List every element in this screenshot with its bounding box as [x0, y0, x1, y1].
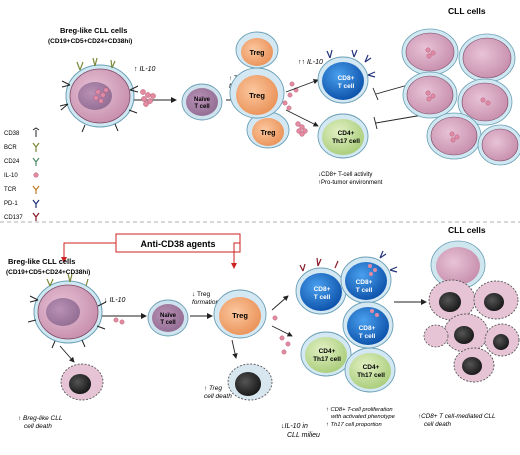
bottom-il10-label: ↓ IL-10 — [104, 297, 126, 304]
bottom-breg-cll-cell — [27, 273, 107, 349]
bottom-cd8-cell-a — [295, 257, 347, 315]
il10-milieu-2: CLL milieu — [287, 432, 320, 439]
bottom-cll-title: CLL cells — [448, 225, 486, 235]
bottom-cd4-cell-b — [344, 347, 396, 393]
bottom-cd8-b-label-2: T cell — [356, 287, 373, 294]
top-treg-label-a: Treg — [250, 50, 265, 57]
bottom-cd4-b-label-2: Th17 cell — [357, 372, 385, 379]
bottom-cd4-a-label-2: Th17 cell — [313, 356, 341, 363]
legend-cd137-label: CD137 — [4, 215, 23, 221]
cd38-icon — [32, 127, 40, 137]
top-up-il10-label: ↑↑ IL-10 — [298, 59, 323, 66]
il10-icon — [33, 172, 39, 178]
bottom-cd8-b-label-1: CD8+ — [356, 279, 373, 286]
cd24-icon — [32, 157, 40, 166]
bottom-breg-title: Breg-like CLL cells — [8, 257, 75, 266]
top-naive-label-1: Naïve — [194, 97, 211, 103]
top-cd4-th17-cell — [317, 113, 369, 159]
cll-death-1: ↑CD8+ T cell-mediated CLL — [418, 413, 496, 420]
bottom-arrow-to-cd8 — [271, 295, 289, 311]
top-cll-title: CLL cells — [448, 6, 486, 16]
prolif-3: ↑ Th17 cell proportion — [326, 422, 382, 428]
top-effect-2: ↑Pro-tumor environment — [318, 180, 383, 186]
top-effect-1: ↓CD8+ T-cell activity — [318, 172, 372, 178]
top-naive-label-2: T cell — [194, 104, 210, 110]
red-arrow-to-treg — [231, 242, 240, 269]
bottom-treg-cell — [213, 289, 267, 339]
top-treg-label-c: Treg — [261, 130, 276, 137]
top-breg-title: Breg-like CLL cells — [60, 26, 127, 35]
top-cd8-label-1: CD8+ — [338, 75, 355, 82]
top-il10-cluster — [140, 89, 156, 107]
top-il10-dots — [282, 81, 308, 137]
bottom-treg-label: Treg — [232, 311, 248, 320]
legend-il10-label: IL-10 — [4, 173, 18, 179]
pd1-icon — [32, 199, 40, 208]
top-treg-cluster — [229, 31, 290, 149]
anti-cd38-label: Anti-CD38 agents — [140, 239, 215, 249]
bottom-il10-cluster — [113, 317, 125, 325]
bcr-icon — [32, 142, 40, 152]
legend: CD38 BCR CD24 IL-10 TCR PD-1 CD137 — [4, 127, 40, 221]
bottom-cd4-b-label-1: CD4+ — [363, 364, 380, 371]
legend-cd38-label: CD38 — [4, 131, 20, 137]
bottom-naive-t-cell — [147, 299, 189, 337]
bottom-arrow-treg-death — [231, 339, 238, 359]
top-cll-cluster — [401, 28, 520, 166]
breg-death-2: cell death — [24, 423, 52, 430]
prolif-2: with activated phenotype — [331, 414, 396, 420]
top-cd8-t-cell — [317, 49, 376, 104]
bottom-treg-formation-1: ↓ Treg — [192, 291, 210, 298]
legend-bcr-label: BCR — [4, 145, 17, 151]
bottom-cd8-a-label-2: T cell — [314, 294, 331, 301]
legend-tcr-label: TCR — [4, 187, 17, 193]
bottom-cd8-c-label-1: CD8+ — [359, 325, 376, 332]
bottom-arrow-breg-death — [59, 345, 75, 363]
top-cd4-label-1: CD4+ — [338, 130, 355, 137]
top-breg-cll-cell — [59, 57, 139, 133]
bottom-cd4-a-label-1: CD4+ — [319, 348, 336, 355]
treg-death-1: ↑ Treg — [204, 385, 222, 392]
top-naive-t-cell — [181, 83, 223, 121]
bottom-treg-formation-2: formation — [192, 299, 219, 306]
top-breg-phenotype: (CD19+CD5+CD24+CD38hi) — [48, 38, 132, 45]
top-treg-label-b: Treg — [249, 91, 265, 100]
bottom-cd8-cell-b — [340, 250, 398, 304]
prolif-1: ↑ CD8+ T-cell proliferation — [326, 407, 393, 413]
cd137-icon — [32, 212, 40, 221]
bottom-dying-cll-cluster — [423, 240, 520, 383]
legend-pd1-label: PD-1 — [4, 201, 18, 207]
dying-breg-cell — [60, 363, 104, 401]
bottom-naive-label-2: T cell — [160, 320, 176, 326]
bottom-arrow-to-cd4 — [271, 325, 293, 337]
tcr-icon — [32, 185, 40, 194]
dying-treg-cell — [227, 363, 273, 401]
top-cd8-label-2: T cell — [338, 83, 355, 90]
legend-cd24-label: CD24 — [4, 159, 20, 165]
il10-milieu-1: ↓IL-10 in — [281, 423, 308, 430]
top-arrow-to-cd4 — [285, 109, 319, 127]
bottom-cd8-c-label-2: T cell — [359, 333, 376, 340]
red-arrow-to-breg — [61, 242, 116, 263]
top-arrow-to-cd8 — [285, 79, 319, 93]
top-cd4-label-2: Th17 cell — [332, 138, 360, 145]
cll-death-2: cell death — [424, 421, 451, 428]
bottom-cd4-cell-a — [300, 331, 352, 377]
treg-death-2: cell death — [204, 393, 232, 400]
top-il10-label: ↑ IL-10 — [134, 66, 156, 73]
bottom-naive-label-1: Naïve — [160, 313, 177, 319]
bottom-breg-phenotype: (CD19+CD5+CD24+CD38hi) — [6, 269, 90, 276]
bottom-cd8-a-label-1: CD8+ — [314, 286, 331, 293]
bottom-il10-dots — [272, 315, 291, 355]
breg-death-1: ↑ Breg-like CLL — [18, 415, 63, 422]
